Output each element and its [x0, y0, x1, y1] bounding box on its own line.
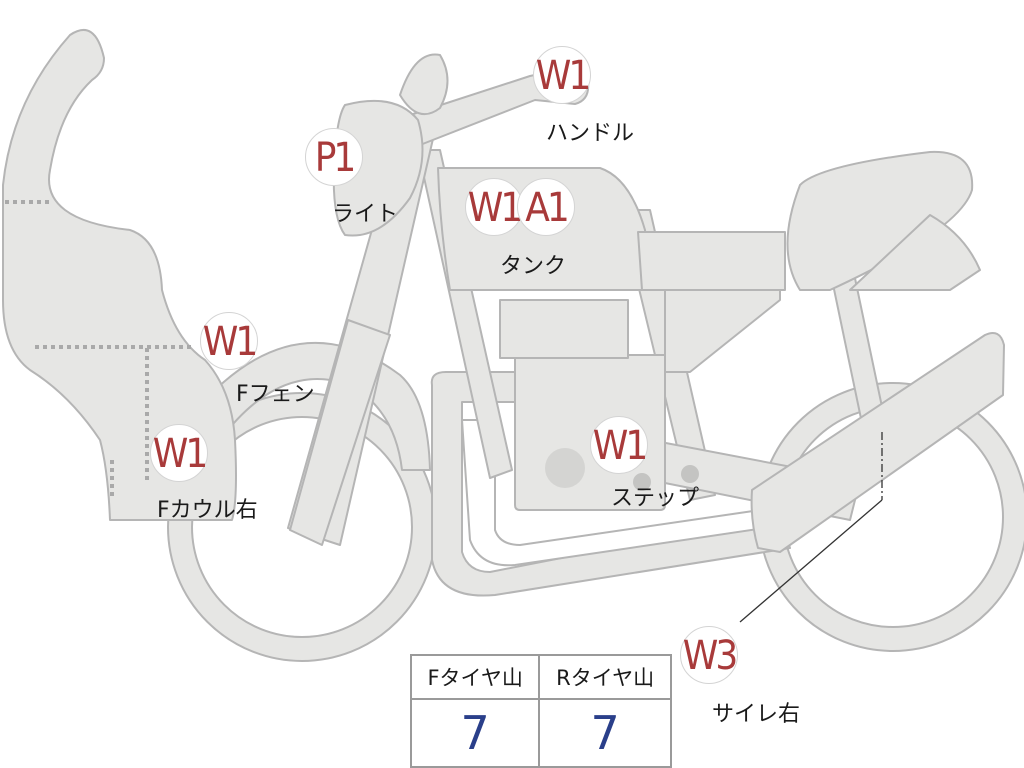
fork-lower [289, 319, 391, 546]
rear-tire-header: Rタイヤ山 [538, 654, 672, 700]
seat [786, 150, 974, 291]
muffler-leader-line [739, 499, 883, 623]
front-tire-value: 7 [409, 698, 541, 768]
f-fender-damage-badge: W1 [200, 312, 258, 370]
tank-part-label: タンク [500, 254, 567, 279]
frame-lower [430, 371, 791, 597]
handle-damage-badge: W1 [533, 46, 591, 104]
seat-front [637, 231, 786, 291]
rear-tire-value: 7 [538, 698, 672, 768]
handle-part-label: ハンドル [546, 121, 635, 146]
tire-tread-table: Fタイヤ山 Rタイヤ山 7 7 [409, 654, 672, 768]
side-cover [664, 289, 781, 373]
mirror [399, 53, 449, 116]
front-tire-header: Fタイヤ山 [409, 654, 541, 700]
tank-damage-badge-1: W1 [465, 178, 523, 236]
front-cowl [2, 29, 237, 521]
f-cowl-right-part-label: Fカウル右 [157, 498, 258, 523]
light-damage-badge: P1 [305, 128, 363, 186]
muffler-right-part-label: サイレ右 [712, 702, 801, 727]
muffler-right-damage-badge: W3 [680, 626, 738, 684]
step-damage-badge: W1 [590, 416, 648, 474]
front-wheel [167, 392, 437, 662]
tail [849, 214, 981, 291]
f-fender-part-label: Fフェン [236, 382, 315, 407]
muffler [750, 332, 1005, 553]
f-cowl-right-damage-badge: W1 [150, 424, 208, 482]
engine-head [499, 299, 629, 359]
light-part-label: ライト [332, 202, 399, 227]
step-part-label: ステップ [611, 486, 700, 511]
tank-damage-badge-2: A1 [517, 178, 575, 236]
